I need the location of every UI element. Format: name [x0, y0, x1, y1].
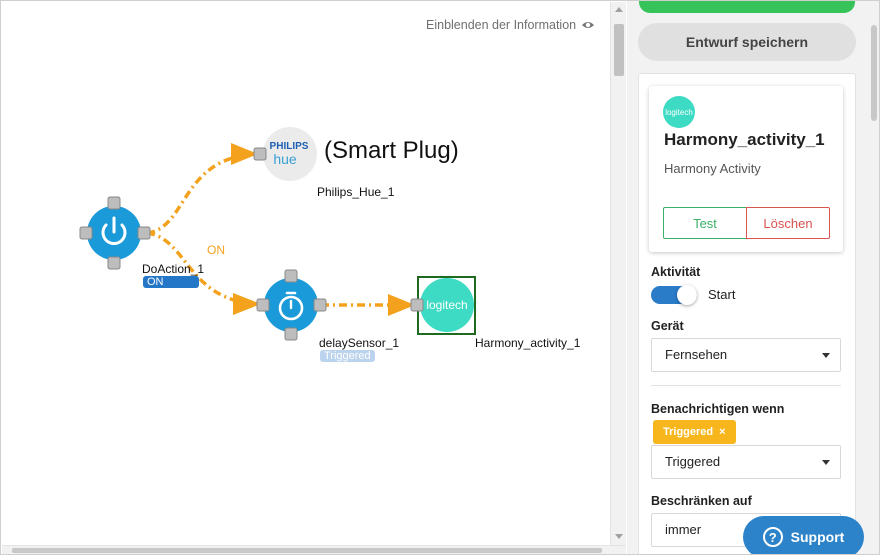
logitech-avatar: logitech [663, 96, 695, 128]
connector-handle[interactable] [284, 269, 298, 283]
doaction-label: DoAction_1 [142, 262, 205, 276]
toggle-knob[interactable] [677, 285, 697, 305]
harmony-label: Harmony_activity_1 [475, 336, 581, 350]
node-philips-hue[interactable]: PHILIPS hue [253, 127, 317, 181]
logitech-logo-text: logitech [426, 298, 467, 312]
connector-handle[interactable] [107, 196, 121, 210]
test-button[interactable]: Test [663, 207, 747, 239]
card-title: Harmony_activity_1 [664, 130, 825, 149]
notify-select-value: Triggered [665, 454, 721, 469]
save-draft-button[interactable]: Entwurf speichern [638, 23, 856, 61]
scroll-down-arrow-icon[interactable] [615, 534, 623, 539]
workflow-diagram: PHILIPS hue logit [79, 127, 476, 341]
activity-label: Aktivität [651, 265, 701, 279]
canvas-horizontal-scrollbar[interactable] [2, 545, 626, 554]
node-doaction[interactable] [79, 196, 151, 270]
scroll-up-arrow-icon[interactable] [615, 7, 623, 12]
device-card: logitech Harmony_activity_1 Harmony Acti… [649, 86, 843, 252]
scrollbar-thumb[interactable] [871, 25, 877, 121]
connector-handle[interactable] [284, 327, 298, 341]
remove-chip-icon[interactable]: × [719, 426, 726, 438]
canvas-vertical-scrollbar[interactable] [610, 2, 626, 545]
properties-sidebar: Entwurf speichern logitech Harmony_activ… [627, 1, 879, 554]
activity-toggle[interactable] [651, 285, 697, 305]
edge-arrowhead [233, 293, 261, 315]
info-toggle-label: Einblenden der Information [426, 18, 577, 32]
connector-handle[interactable] [253, 147, 267, 161]
restrict-select-value: immer [665, 522, 702, 537]
connector-handle[interactable] [107, 256, 121, 270]
eye-icon [582, 22, 595, 28]
support-label: Support [790, 529, 845, 545]
notify-label: Benachrichtigen wenn [651, 402, 785, 416]
edge-arrowhead [231, 143, 258, 165]
device-select[interactable]: Fernsehen [651, 338, 841, 372]
section-divider [651, 385, 841, 386]
doaction-status-badge: ON [143, 276, 199, 288]
edge-label: ON [207, 243, 225, 257]
scrollbar-thumb[interactable] [614, 24, 624, 76]
device-label: Gerät [651, 319, 684, 333]
restrict-label: Beschränken auf [651, 494, 752, 508]
workflow-canvas[interactable]: PHILIPS hue logit [2, 2, 610, 545]
smart-plug-annotation: (Smart Plug) [324, 137, 459, 164]
device-select-value: Fernsehen [665, 347, 728, 362]
sidebar-scrollbar[interactable] [867, 1, 879, 554]
connector-handle[interactable] [137, 226, 151, 240]
connector-handle[interactable] [313, 298, 327, 312]
edge-arrowhead [388, 294, 415, 316]
show-info-toggle[interactable]: Einblenden der Information [426, 18, 595, 32]
philips-hue-label: Philips_Hue_1 [317, 185, 395, 199]
delete-button[interactable]: Löschen [746, 207, 830, 239]
notify-select[interactable]: Triggered [651, 445, 841, 479]
run-button[interactable] [639, 1, 855, 13]
properties-panel: logitech Harmony_activity_1 Harmony Acti… [638, 73, 856, 554]
connector-handle[interactable] [79, 226, 93, 240]
scrollbar-thumb[interactable] [12, 548, 602, 553]
edge-doaction-hue [146, 152, 257, 235]
hue-logo-text: hue [273, 151, 297, 167]
chip-label: Triggered [663, 426, 714, 438]
stopwatch-icon [278, 291, 304, 321]
connector-handle[interactable] [410, 298, 424, 312]
caret-down-icon [822, 353, 830, 358]
hue-node-circle[interactable] [263, 127, 317, 181]
delay-sensor-label: delaySensor_1 [319, 336, 400, 350]
activity-toggle-text: Start [708, 287, 736, 302]
node-harmony[interactable]: logitech [410, 276, 476, 335]
node-delay-sensor[interactable] [256, 269, 327, 341]
logitech-node-circle[interactable] [420, 278, 474, 332]
question-icon: ? [762, 527, 783, 547]
philips-logo-text: PHILIPS [270, 141, 309, 152]
caret-down-icon [822, 460, 830, 465]
support-button[interactable]: ? Support [743, 516, 864, 554]
card-subtitle: Harmony Activity [664, 161, 761, 176]
connector-handle[interactable] [256, 298, 270, 312]
power-icon [101, 216, 127, 245]
delay-sensor-status-badge: Triggered [320, 350, 375, 362]
triggered-chip: Triggered × [653, 420, 736, 444]
